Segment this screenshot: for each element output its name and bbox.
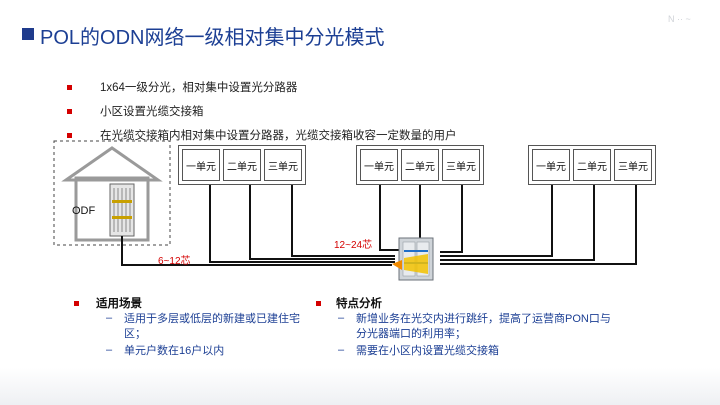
bullet-icon [67,109,72,114]
bullet-icon [67,133,72,138]
logo-watermark: N ·· ~ [668,14,691,24]
house-wall-icon [74,176,150,242]
house-roof-icon [61,146,163,182]
cross-connect-cabinet-icon [392,237,434,281]
unit-box: 三单元 [442,149,480,181]
title-marker-icon [22,28,34,40]
scenario-item: 单元户数在16户以内 [124,345,225,357]
unit-box: 三单元 [614,149,652,181]
analysis-section-title: 特点分析 [336,298,382,310]
dash-marker: – [338,344,345,356]
drop-cables-group-3 [440,185,637,265]
unit-box: 一单元 [360,149,398,181]
scenario-section-title: 适用场景 [96,298,142,310]
scenario-item: 适用于多层或低层的新建或已建住宅区； [124,313,300,340]
dash-marker: – [106,312,113,324]
unit-box: 二单元 [573,149,611,181]
central-office-boundary [53,140,171,246]
section-bullet-icon [74,301,79,306]
building-unit-group-1: 一单元 二单元 三单元 [178,145,306,185]
section-bullet-icon [316,301,321,306]
unit-box: 一单元 [182,149,220,181]
footer-band [0,368,720,405]
building-unit-group-2: 一单元 二单元 三单元 [356,145,484,185]
unit-box: 一单元 [532,149,570,181]
odf-label: ODF [72,205,96,217]
building-unit-group-3: 一单元 二单元 三单元 [528,145,656,185]
bullet-icon [67,85,72,90]
feeder-cable [121,236,392,266]
unit-box: 二单元 [401,149,439,181]
unit-box: 三单元 [264,149,302,181]
page-title: POL的ODN网络一级相对集中分光模式 [40,27,385,49]
odf-rack-icon [109,183,135,237]
drop-cables-group-1 [209,185,395,263]
dash-marker: – [106,344,113,356]
unit-box: 二单元 [223,149,261,181]
dash-marker: – [338,312,345,324]
drop-cables-group-2 [379,185,463,253]
distribution-core-label: 12~24芯 [334,240,373,251]
feeder-core-label: 6~12芯 [158,256,191,267]
analysis-item: 需要在小区内设置光缆交接箱 [356,345,499,357]
analysis-item: 新增业务在光交内进行跳纤，提高了运营商PON口与分光器端口的利用率； [356,313,611,340]
